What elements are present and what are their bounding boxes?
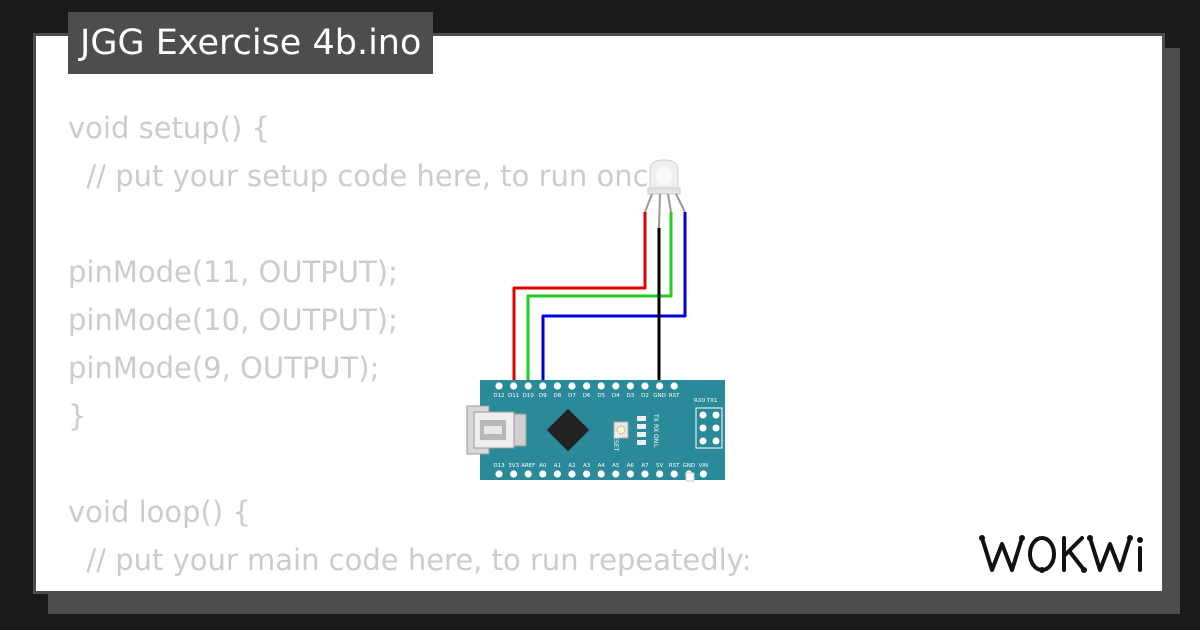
- pin-label: A1: [554, 463, 561, 469]
- pin-label: A3: [583, 463, 591, 469]
- led-label-rx: RX: [652, 424, 659, 432]
- pin-3v3[interactable]: [509, 470, 518, 478]
- pin-label: D2: [641, 393, 649, 399]
- pin-label: AREF: [521, 463, 535, 469]
- pin-a3[interactable]: [583, 470, 591, 478]
- code-line: pinMode(9, OUTPUT);: [68, 351, 380, 385]
- reset-label: RESET: [612, 432, 619, 452]
- pin-label: D12: [493, 393, 504, 399]
- pin-label: D7: [568, 393, 576, 399]
- pin-rst[interactable]: [670, 382, 678, 390]
- pin-label: GND: [682, 463, 695, 469]
- pin-a5[interactable]: [612, 470, 620, 478]
- pin-label: 3V3: [508, 463, 519, 469]
- rgb-led[interactable]: [644, 159, 686, 229]
- pin-d7[interactable]: [568, 382, 576, 390]
- code-line: void setup() {: [68, 111, 270, 145]
- pin-5v[interactable]: [656, 470, 664, 478]
- pin-label: RST: [669, 463, 680, 469]
- pin-a7[interactable]: [641, 470, 649, 478]
- pin-label: A2: [568, 463, 575, 469]
- led-label-tx: TX: [652, 413, 659, 422]
- pin-label: D4: [612, 393, 620, 399]
- pin-label: D5: [597, 393, 605, 399]
- pin-label: A6: [627, 463, 635, 469]
- wire-d10[interactable]: [526, 212, 673, 386]
- pin-d11[interactable]: [509, 382, 518, 390]
- pin-label: D11: [508, 393, 519, 399]
- pin-label: D6: [583, 393, 591, 399]
- led-label-on: ON: [652, 434, 659, 443]
- pin-d2[interactable]: [641, 382, 649, 390]
- pin-label: A0: [539, 463, 547, 469]
- reset-button[interactable]: [613, 421, 629, 439]
- pin-label: VIN: [699, 463, 709, 469]
- pin-aref[interactable]: [524, 470, 532, 478]
- pin-label: A5: [612, 463, 620, 469]
- pin-a6[interactable]: [626, 470, 635, 478]
- pin-gnd[interactable]: [656, 382, 664, 390]
- pin-label: GND: [653, 393, 666, 399]
- wire-d11[interactable]: [512, 212, 647, 386]
- pin-vin[interactable]: [699, 470, 708, 478]
- pin-label: D9: [539, 393, 547, 399]
- pin-label: A7: [641, 463, 649, 469]
- pin-label: RST: [669, 393, 680, 399]
- code-line: }: [68, 399, 87, 433]
- pin-label: D8: [554, 393, 562, 399]
- preview-card: [33, 33, 1165, 594]
- pin-d4[interactable]: [612, 382, 620, 390]
- pin-a2[interactable]: [568, 470, 576, 478]
- code-line: // put your main code here, to run repea…: [68, 543, 752, 577]
- pin-d13[interactable]: [495, 470, 503, 478]
- pin-label: D13: [493, 463, 505, 469]
- usb-connector: [466, 405, 527, 455]
- circuit-diagram: RESET TX RX ON L D12 D11 D10 D9 D8 D7 D6 D5 D4 D3…: [466, 159, 725, 482]
- wire-d9[interactable]: [541, 212, 687, 386]
- wokwi-logo[interactable]: [978, 524, 1150, 580]
- icsp-header: [695, 407, 723, 449]
- code-line: pinMode(11, OUTPUT);: [68, 255, 398, 289]
- pin-d8[interactable]: [553, 382, 562, 390]
- pin-label: A4: [598, 463, 606, 469]
- code-line: pinMode(10, OUTPUT);: [68, 303, 398, 337]
- pin-d12[interactable]: [495, 382, 503, 390]
- pin-rst[interactable]: [670, 470, 678, 478]
- serial-pin-labels: RX0 TX1: [694, 398, 717, 404]
- pin-label: D3: [627, 393, 635, 399]
- code-editor: void setup() { // put your setup code he…: [68, 104, 752, 584]
- pin-label: 5V: [656, 463, 663, 469]
- pin-label: D10: [523, 393, 535, 399]
- pin-a4[interactable]: [597, 470, 605, 478]
- pin-d6[interactable]: [583, 382, 591, 390]
- pin-a1[interactable]: [553, 470, 562, 478]
- code-line: // put your setup code here, to run once…: [68, 159, 677, 193]
- project-title[interactable]: JGG Exercise 4b.ino: [68, 12, 434, 74]
- pin-a0[interactable]: [539, 470, 547, 478]
- pin-d3[interactable]: [626, 382, 635, 390]
- wires: [512, 212, 687, 386]
- pin-d10[interactable]: [524, 382, 532, 390]
- code-line: void loop() {: [68, 495, 251, 529]
- led-label-l: L: [652, 444, 659, 448]
- status-leds: [637, 416, 646, 445]
- arduino-nano-board[interactable]: RESET TX RX ON L D12 D11 D10 D9 D8 D7 D6 D5 D4 D3…: [466, 380, 725, 482]
- pin-d9[interactable]: [539, 382, 547, 390]
- pin-d5[interactable]: [597, 382, 605, 390]
